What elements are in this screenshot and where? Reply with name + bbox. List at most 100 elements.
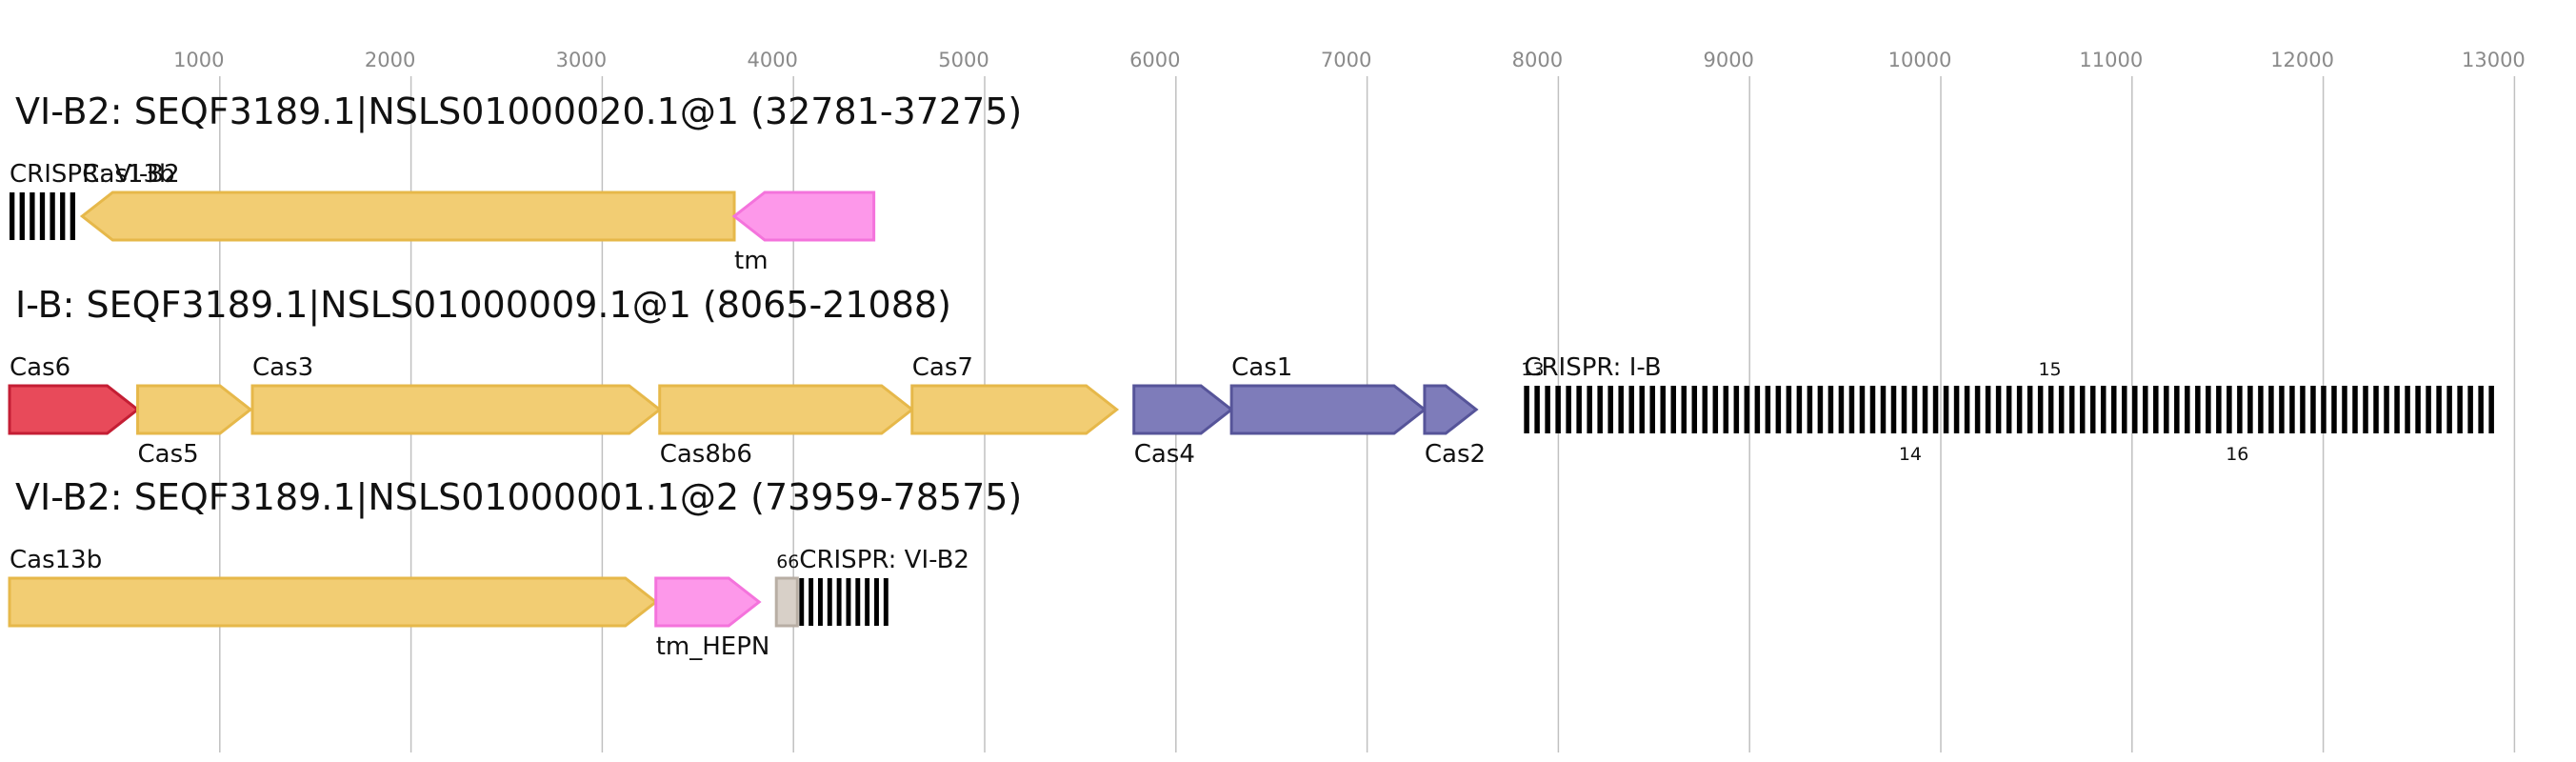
repeat-bar (2132, 386, 2138, 433)
repeat-bar (1733, 386, 1740, 433)
crispr-array (10, 192, 75, 240)
repeat-bar (1901, 386, 1907, 433)
repeat-bar (2143, 386, 2148, 433)
crispr-array (1524, 386, 2494, 433)
gene-arrow (654, 576, 762, 628)
repeat-bar (2153, 386, 2159, 433)
gene-label: tm (734, 247, 769, 275)
repeat-bar (836, 578, 842, 626)
repeat-bar (1524, 386, 1529, 433)
repeat-bar (1890, 386, 1897, 433)
gene-label: Cas2 (1425, 440, 1486, 469)
repeat-bar (2352, 386, 2358, 433)
repeat-bar (1880, 386, 1887, 433)
repeat-bar (1608, 386, 1613, 433)
repeat-bar (1985, 386, 1991, 433)
repeat-bar (1964, 386, 1970, 433)
axis-tick-label: 4000 (747, 49, 797, 71)
axis-tick-label: 3000 (556, 49, 607, 71)
repeat-bar (1597, 386, 1603, 433)
repeat-bar (1702, 386, 1708, 433)
repeat-bar (1681, 386, 1687, 433)
repeat-bar (2206, 386, 2211, 433)
repeat-bar (1859, 386, 1866, 433)
repeat-bar (1660, 386, 1666, 433)
repeat-bar (2195, 386, 2201, 433)
repeat-bar (1995, 386, 2002, 433)
gene-label: Cas8b6 (660, 440, 752, 469)
repeat-bar (2415, 386, 2421, 433)
repeat-bar (1974, 386, 1981, 433)
gene-arrow (8, 384, 140, 435)
repeat-bar (2110, 386, 2117, 433)
repeat-bar (2394, 386, 2400, 433)
gene-arrow (731, 190, 876, 242)
locus-2: I-B: SEQF3189.1|NSLS01000009.1@1 (8065-2… (8, 284, 2494, 469)
repeat-bar (2478, 386, 2484, 433)
repeat-bar (2185, 386, 2190, 433)
repeat-bar (1932, 386, 1939, 433)
repeat-bar (1744, 386, 1750, 433)
repeat-bar (2006, 386, 2012, 433)
locus-3: VI-B2: SEQF3189.1|NSLS01000001.1@2 (7395… (8, 476, 1022, 661)
axis-tick-label: 7000 (1321, 49, 1371, 71)
repeat-bar (2089, 386, 2096, 433)
spacer-number: 16 (2226, 444, 2248, 465)
repeat-bar (2027, 386, 2033, 433)
gene-arrow (1229, 384, 1428, 435)
gene-label: 66 (776, 551, 799, 572)
repeat-bar (10, 192, 15, 240)
locus-1: VI-B2: SEQF3189.1|NSLS01000020.1@1 (3278… (10, 90, 1022, 275)
repeat-bar (855, 578, 861, 626)
repeat-bar (1545, 386, 1550, 433)
repeat-bar (2227, 386, 2232, 433)
repeat-bar (2258, 386, 2264, 433)
repeat-bar (2300, 386, 2306, 433)
repeat-bar (2216, 386, 2222, 433)
repeat-bar (1796, 386, 1803, 433)
gene-label: CRISPR: I-B (1524, 353, 1661, 382)
repeat-bar (2426, 386, 2431, 433)
repeat-bar (1754, 386, 1761, 433)
repeat-bar (883, 578, 889, 626)
gene-arrow (79, 190, 736, 242)
axis-tick-label: 2000 (365, 49, 415, 71)
repeat-bar (865, 578, 870, 626)
crispr-array (799, 578, 889, 626)
repeat-bar (1628, 386, 1634, 433)
gene-label: Cas7 (912, 353, 973, 382)
gene-box (774, 576, 799, 628)
repeat-bar (19, 192, 25, 240)
repeat-bar (1775, 386, 1782, 433)
repeat-bar (2247, 386, 2253, 433)
repeat-bar (2164, 386, 2169, 433)
gene-arrow (1423, 384, 1479, 435)
repeat-bar (1786, 386, 1792, 433)
repeat-bar (809, 578, 814, 626)
repeat-bar (60, 192, 66, 240)
locus-title: I-B: SEQF3189.1|NSLS01000009.1@1 (8065-2… (15, 284, 951, 327)
repeat-bar (2405, 386, 2410, 433)
repeat-bar (2373, 386, 2379, 433)
repeat-bar (1953, 386, 1960, 433)
repeat-bar (1838, 386, 1845, 433)
axis-tick-label: 12000 (2270, 49, 2334, 71)
gene-arrow (1132, 384, 1234, 435)
repeat-bar (817, 578, 823, 626)
repeat-bar (1649, 386, 1655, 433)
axis-tick-label: 8000 (1512, 49, 1563, 71)
repeat-bar (1807, 386, 1813, 433)
axis-tick-label: 10000 (1888, 49, 1952, 71)
gene-label: Cas13b (82, 160, 174, 189)
repeat-bar (1618, 386, 1624, 433)
gene-arrow (658, 384, 915, 435)
axis-tick-label: 1000 (173, 49, 224, 71)
repeat-bar (2268, 386, 2274, 433)
gene-label: Cas5 (138, 440, 199, 469)
loci: VI-B2: SEQF3189.1|NSLS01000020.1@1 (3278… (8, 90, 2494, 661)
repeat-bar (2363, 386, 2368, 433)
repeat-bar (2037, 386, 2044, 433)
repeat-bar (1587, 386, 1592, 433)
